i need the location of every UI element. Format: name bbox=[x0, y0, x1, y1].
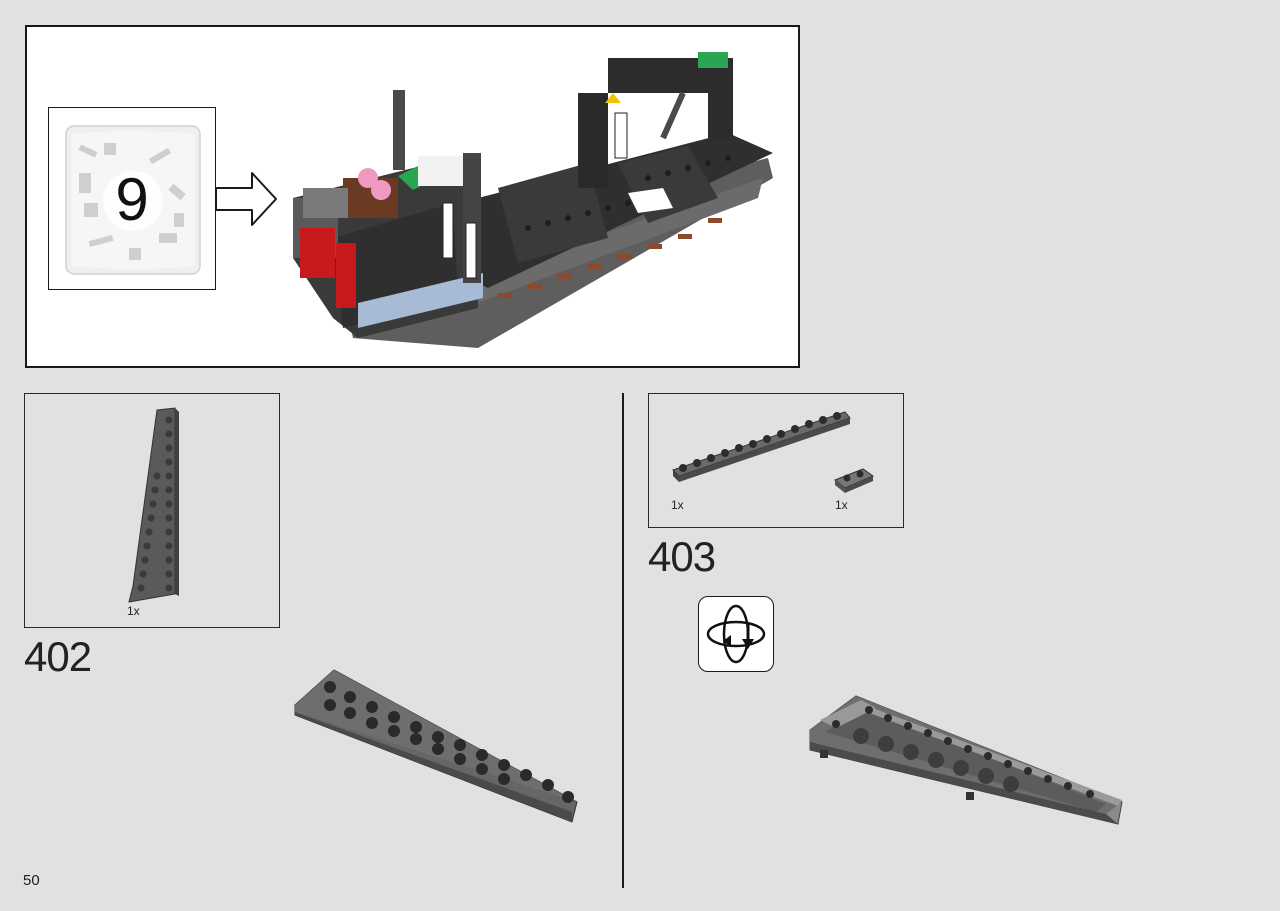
bag-number: 9 bbox=[115, 166, 149, 233]
wedge-plate-part-icon bbox=[128, 407, 179, 603]
parts-callout-403: 1x 1x bbox=[648, 393, 904, 528]
step-number-403: 403 bbox=[648, 533, 716, 580]
assembled-model-illustration bbox=[293, 52, 773, 348]
page-divider bbox=[622, 393, 624, 888]
parts-bag-icon bbox=[65, 125, 201, 275]
rotate-model-icon bbox=[698, 596, 774, 672]
bag-callout bbox=[48, 107, 216, 290]
part-quantity: 1x bbox=[127, 604, 140, 618]
small-plate-part-icon bbox=[834, 468, 875, 493]
part-quantity: 1x bbox=[835, 498, 848, 512]
part-quantity: 1x bbox=[671, 498, 684, 512]
arrow-right-icon bbox=[215, 172, 277, 226]
long-plate-part-icon bbox=[672, 411, 851, 482]
page-number: 50 bbox=[23, 872, 40, 889]
wedge-plate-build-illustration bbox=[294, 669, 578, 823]
wedge-assembly-build-illustration bbox=[809, 695, 1123, 825]
step-number-402: 402 bbox=[24, 633, 92, 680]
parts-callout-402: 1x bbox=[24, 393, 280, 628]
